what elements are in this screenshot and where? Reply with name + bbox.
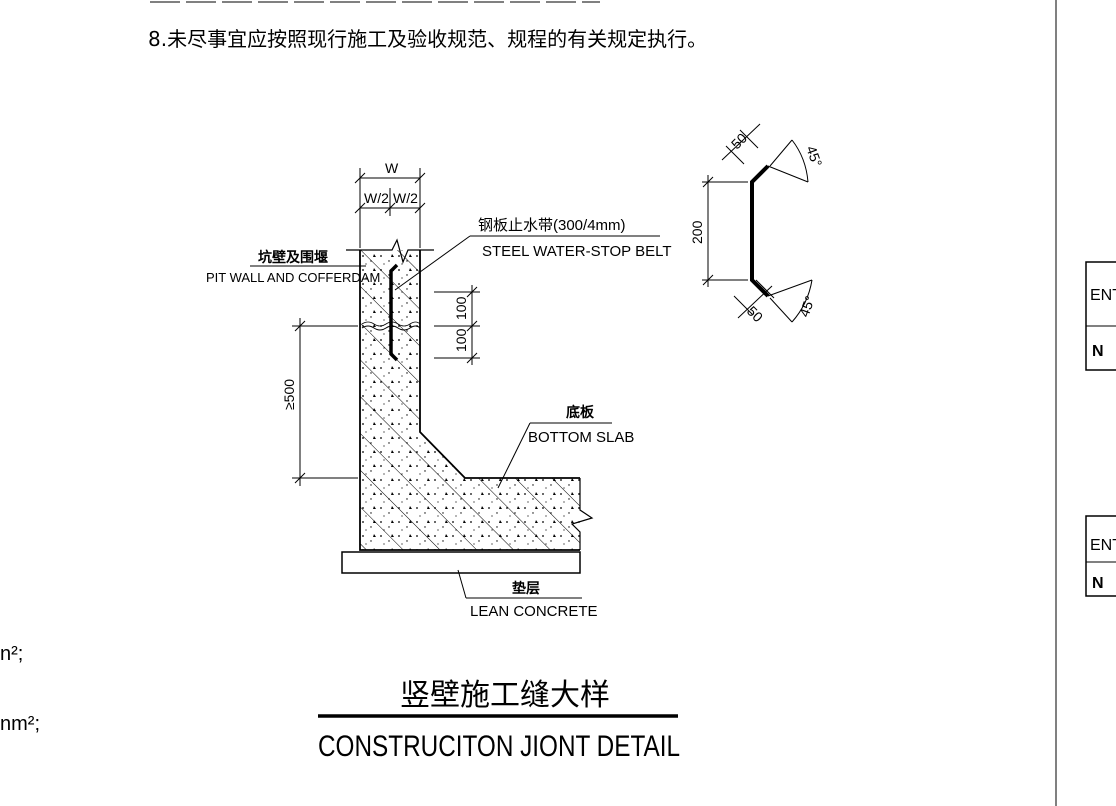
belt-detail: 200 50 50 45° 45° — [689, 123, 825, 325]
left-fragment-2: nm²; — [0, 713, 40, 735]
dim-w-label: W — [385, 160, 399, 176]
detail-title-cn: 竖壁施工缝大样 — [400, 678, 610, 713]
concrete-dots — [360, 250, 580, 550]
title-block-2 — [1085, 515, 1116, 597]
steel-belt-en: STEEL WATER-STOP BELT — [482, 243, 672, 260]
dim-w-half-right: W/2 — [393, 190, 418, 206]
belt-dim-50-top: 50 — [728, 130, 750, 152]
steel-belt — [389, 263, 399, 362]
steel-belt-cn: 钢板止水带(300/4mm) — [478, 216, 626, 234]
belt-dim-200: 200 — [689, 220, 705, 244]
bottom-slab-cn: 底板 — [566, 404, 595, 420]
concrete-outline — [359, 250, 580, 551]
dimension-100 — [434, 285, 480, 365]
belt-profile — [750, 164, 770, 298]
left-fragment-1: n²; — [0, 643, 23, 665]
title-block-1-label: ENT — [1090, 287, 1116, 304]
dim-100-upper: 100 — [453, 296, 469, 320]
belt-dimensions — [702, 123, 813, 323]
pit-wall-cn: 坑壁及围堰 — [258, 249, 328, 265]
lean-concrete-cn: 垫层 — [512, 580, 540, 596]
joint-section — [341, 238, 594, 574]
bottom-slab-leader — [497, 422, 612, 489]
detail-title-en: CONSTRUCITON JIONT DETAIL — [318, 730, 680, 763]
dimension-500 — [292, 318, 358, 486]
lean-concrete-pad — [341, 551, 581, 574]
bottom-slab-en: BOTTOM SLAB — [528, 429, 634, 446]
steel-belt-leader — [394, 235, 660, 291]
title-block-1-sub: N — [1092, 343, 1104, 360]
slab-break — [570, 478, 594, 550]
title-block-2-sub: N — [1092, 575, 1104, 592]
dimension-w — [354, 168, 426, 248]
title-block-2-label: ENT — [1090, 537, 1116, 554]
note-8: 8.未尽事宜应按照现行施工及验收规范、规程的有关规定执行。 — [148, 27, 707, 51]
belt-dim-45-top: 45° — [803, 144, 825, 169]
title-block-1 — [1085, 261, 1116, 371]
dim-500: ≥500 — [281, 379, 297, 410]
dim-100-lower: 100 — [453, 328, 469, 352]
lean-concrete-leader — [457, 569, 582, 599]
pit-wall-en: PIT WALL AND COFFERDAM — [206, 270, 380, 285]
belt-dim-45-bottom: 45° — [796, 294, 818, 319]
belt-dim-50-bottom: 50 — [744, 303, 766, 325]
dim-w-half-left: W/2 — [364, 190, 389, 206]
lean-concrete-en: LEAN CONCRETE — [470, 603, 598, 620]
wall-break — [346, 238, 434, 264]
